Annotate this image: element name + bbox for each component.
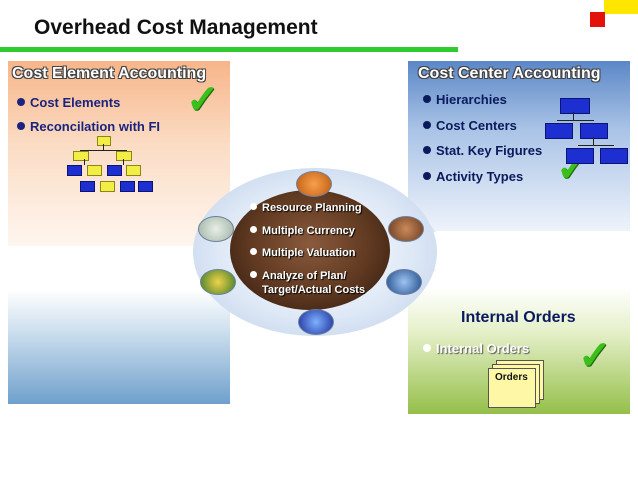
bullet-dot (423, 95, 431, 103)
bullet-dot (250, 271, 257, 278)
bullet-hierarchies: Hierarchies (423, 92, 507, 107)
bullet-dot (423, 146, 431, 154)
reconciliation-label: Reconcilation with FI (30, 119, 161, 134)
bottom-left-panel (8, 290, 230, 404)
red-square-decoration (590, 12, 605, 27)
cost-centers-label: Cost Centers (436, 118, 517, 133)
ship-icon (386, 269, 422, 295)
center-item-multiple-currency: Multiple Currency (250, 225, 355, 237)
bullet-internal-orders: Internal Orders (423, 341, 529, 356)
wind-turbine-icon (198, 216, 234, 242)
orders-label: Orders (495, 372, 528, 383)
bullet-stat-key-figures: Stat. Key Figures (423, 143, 542, 158)
center-item-analyze-plan: Analyze of Plan/ (250, 270, 346, 282)
bullet-dot (250, 226, 257, 233)
title-underline (0, 47, 458, 52)
yellow-square-decoration (604, 0, 638, 14)
bullet-dot (423, 172, 431, 180)
field-icon (200, 269, 236, 295)
bullet-dot (250, 248, 257, 255)
center-item-resource-planning: Resource Planning (250, 202, 362, 214)
center-item-target-actual-costs: Target/Actual Costs (262, 284, 366, 296)
airplane-icon (296, 171, 332, 197)
bullet-dot (423, 344, 431, 352)
bullet-reconciliation: Reconcilation with FI (17, 119, 160, 134)
bullet-cost-elements: Cost Elements (17, 95, 120, 110)
hierarchies-label: Hierarchies (436, 92, 507, 107)
bullet-dot (423, 121, 431, 129)
bullet-activity-types: Activity Types (423, 169, 523, 184)
checkmark-icon: ✓ (186, 78, 220, 122)
page-title: Overhead Cost Management (34, 16, 318, 39)
bullet-dot (17, 98, 25, 106)
bullet-dot (17, 122, 25, 130)
cost-center-accounting-panel (408, 61, 630, 231)
activity-types-label: Activity Types (436, 169, 524, 184)
checkmark-icon: ✓ (578, 334, 612, 378)
factory-icon (388, 216, 424, 242)
cost-center-accounting-title: Cost Center Accounting (418, 65, 601, 82)
cost-elements-label: Cost Elements (30, 95, 121, 110)
bullet-dot (250, 203, 257, 210)
molecule-icon (298, 309, 334, 335)
resource-planning-label: Resource Planning (262, 202, 362, 214)
analyze-plan-label: Analyze of Plan/ (262, 270, 347, 282)
stat-key-figures-label: Stat. Key Figures (436, 143, 543, 158)
multiple-valuation-label: Multiple Valuation (262, 247, 356, 259)
multiple-currency-label: Multiple Currency (262, 225, 355, 237)
internal-orders-title: Internal Orders (461, 309, 576, 326)
cost-element-accounting-title: Cost Element Accounting (12, 65, 207, 82)
internal-orders-item-label: Internal Orders (436, 341, 530, 356)
bullet-cost-centers: Cost Centers (423, 118, 517, 133)
center-item-multiple-valuation: Multiple Valuation (250, 247, 356, 259)
